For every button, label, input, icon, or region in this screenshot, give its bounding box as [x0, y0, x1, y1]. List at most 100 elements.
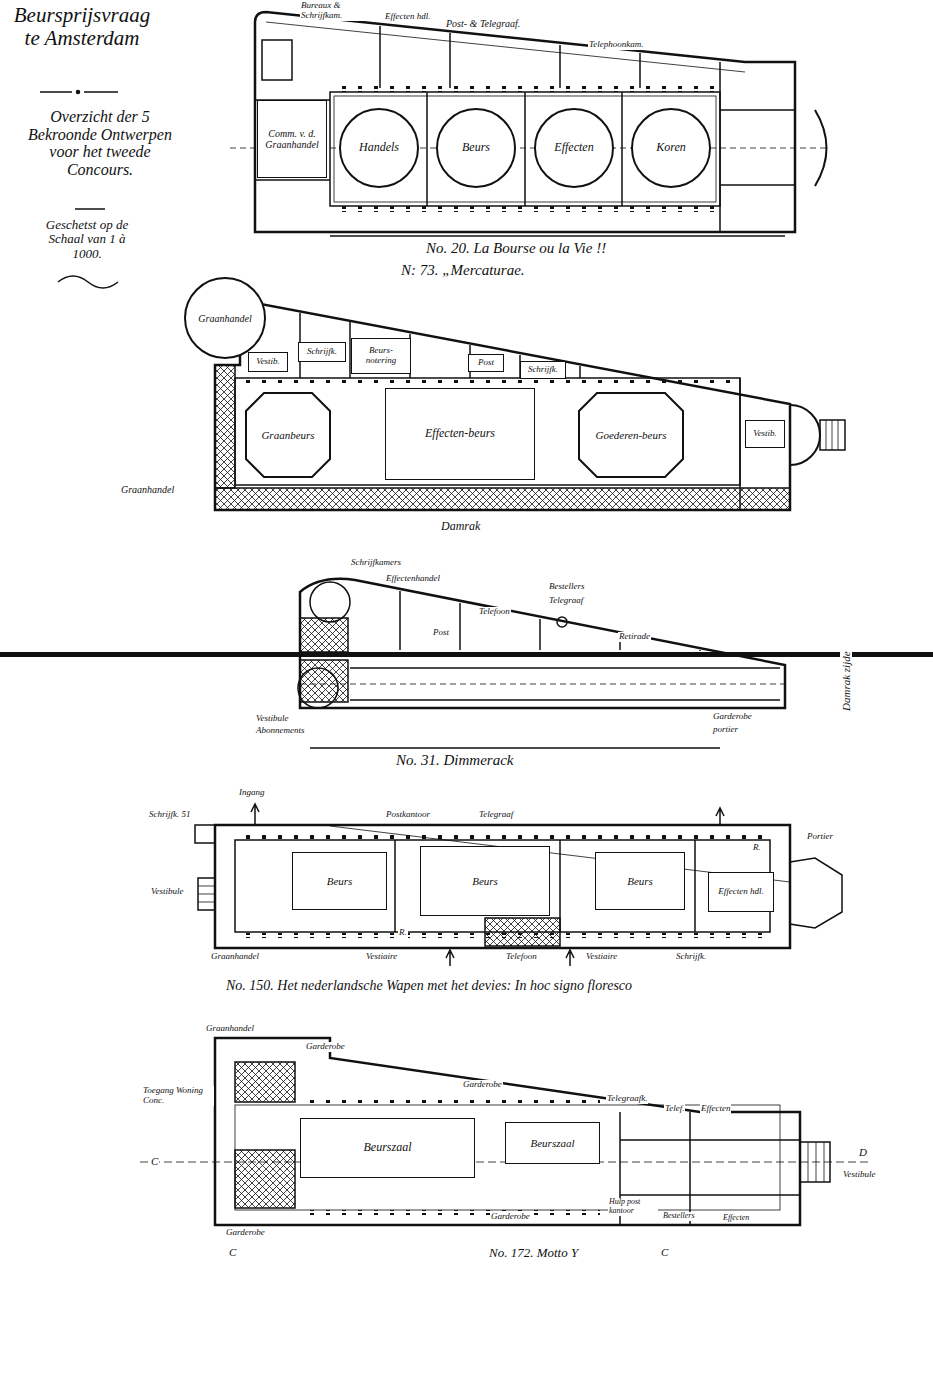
room-name: Graanhandel [198, 313, 251, 324]
vault [485, 918, 560, 946]
colonnade [215, 488, 790, 510]
room-name: Effecten hdl. [718, 887, 763, 897]
exchange-hall: Beurszaal [505, 1122, 600, 1164]
room-label: Vestiaire [365, 952, 398, 962]
partition [400, 591, 700, 651]
scan-band [0, 652, 933, 657]
octagon-outline [246, 393, 330, 477]
octagon-outline [579, 393, 683, 477]
stair [557, 617, 567, 627]
room-label: Telef. [664, 1104, 685, 1114]
motto-caption: No. 31. Dimmerack [395, 752, 514, 769]
room-label: portier [712, 725, 739, 735]
room-box: Schrijfk. [298, 342, 346, 362]
partition [395, 840, 695, 932]
column-row [240, 834, 765, 839]
room-label: Telegraafk. [606, 1094, 648, 1104]
column-row [335, 86, 715, 92]
vault [300, 618, 348, 652]
room-label: Graanhandel [210, 952, 260, 962]
room-label: Garderobe [225, 1228, 266, 1238]
room-label: Vestibule [150, 887, 185, 897]
room-name: Goederen-beurs [595, 429, 666, 441]
room-box: Schrijfk. [520, 361, 566, 379]
entrance-arrow [716, 808, 724, 824]
entrance-steps [826, 420, 838, 450]
entrance-steps [820, 420, 845, 450]
room-label: Abonnements [255, 726, 306, 736]
room-label: Post [432, 628, 450, 638]
exchange-hall: Beurs [436, 108, 516, 188]
room-name: Koren [656, 141, 686, 154]
room-name: Beurszaal [364, 1141, 412, 1154]
room-label: Toegang Woning Conc. [142, 1086, 214, 1106]
scale-note: Geschetst op de Schaal van 1 à 1000. [36, 218, 138, 261]
stair [262, 40, 292, 80]
room-label: Schrijfkamers [350, 558, 402, 568]
room-label: Post- & Telegraaf. [445, 18, 521, 29]
partition [427, 92, 622, 206]
annex [195, 825, 215, 843]
hall-wall [235, 378, 740, 485]
sheet-title: Beursprijsvraag te Amsterdam [6, 4, 158, 50]
room-box: Vestib. [248, 352, 288, 372]
motto-caption: No. 20. La Bourse ou la Vie !! [425, 240, 607, 257]
subtitle-rule [75, 208, 105, 210]
room-label: Telefoon [505, 952, 538, 962]
exchange-hall: Beurs [292, 852, 387, 910]
room-box: Beurs-notering [351, 338, 411, 374]
room-box: Post [468, 354, 504, 372]
room-label: Telefoon [478, 607, 511, 617]
partition [720, 62, 795, 232]
room-label: Bestellers [548, 582, 586, 592]
room-name: Post [478, 358, 494, 368]
entrance-arrow [446, 950, 454, 966]
room-label: Graanhandel [205, 1024, 255, 1034]
room-box: Vestib. [745, 420, 785, 448]
room-name: Beurs [462, 141, 490, 154]
room-label: Vestibule [255, 714, 290, 724]
motto-caption: N: 73. „Mercaturae. [400, 262, 526, 279]
partition [739, 378, 741, 510]
plan-outline [215, 825, 790, 948]
vault [235, 1150, 295, 1208]
round-room: Graanhandel [184, 277, 266, 359]
room-name: Beurs-notering [355, 346, 407, 366]
room-label: Telephoonkam. [588, 40, 644, 50]
motto-caption: No. 150. Het nederlandsche Wapen met het… [225, 978, 633, 993]
room-name: Effecten [554, 141, 593, 154]
stair-apse [790, 405, 820, 465]
plan-outline [215, 1038, 800, 1225]
motto-caption: No. 172. Motto Y [488, 1246, 579, 1260]
entrance-hall [790, 858, 842, 928]
room-label: Garderobe [305, 1042, 346, 1052]
title-rule [40, 91, 118, 93]
room-name: Graanbeurs [261, 429, 314, 441]
room-label: Hulp post kantoor [608, 1198, 658, 1216]
title-dot [77, 91, 80, 94]
room-label: Ingang [238, 788, 266, 798]
column-row [240, 380, 735, 385]
partition [380, 26, 640, 88]
room-label: Vestibule [842, 1170, 877, 1180]
room-name: Beurs [327, 875, 353, 887]
partition [255, 100, 330, 180]
room-label: Effecten hdl. [384, 12, 431, 22]
room-name: Comm. v. d. Graanhandel [261, 128, 323, 150]
committee-room: Comm. v. d. Graanhandel [257, 100, 327, 178]
room-name: Effecten-beurs [425, 427, 495, 440]
exchange-hall: Graanbeurs [245, 392, 331, 478]
room-label: Garderobe [462, 1080, 503, 1090]
plan-outline [300, 579, 785, 708]
room-label: Graanhandel [120, 484, 175, 495]
room-label: Portier [806, 832, 834, 842]
room-mark: R. [752, 843, 762, 853]
exchange-hall: Goederen-beurs [578, 392, 684, 478]
room-box: Effecten hdl. [708, 872, 774, 912]
column-row [300, 1210, 600, 1215]
entrance-steps [800, 1142, 830, 1182]
plan-outline [255, 12, 795, 232]
caption-rule [310, 747, 720, 749]
street-name: Damrak zijde [840, 650, 852, 712]
room-name: Vestib. [256, 357, 280, 367]
